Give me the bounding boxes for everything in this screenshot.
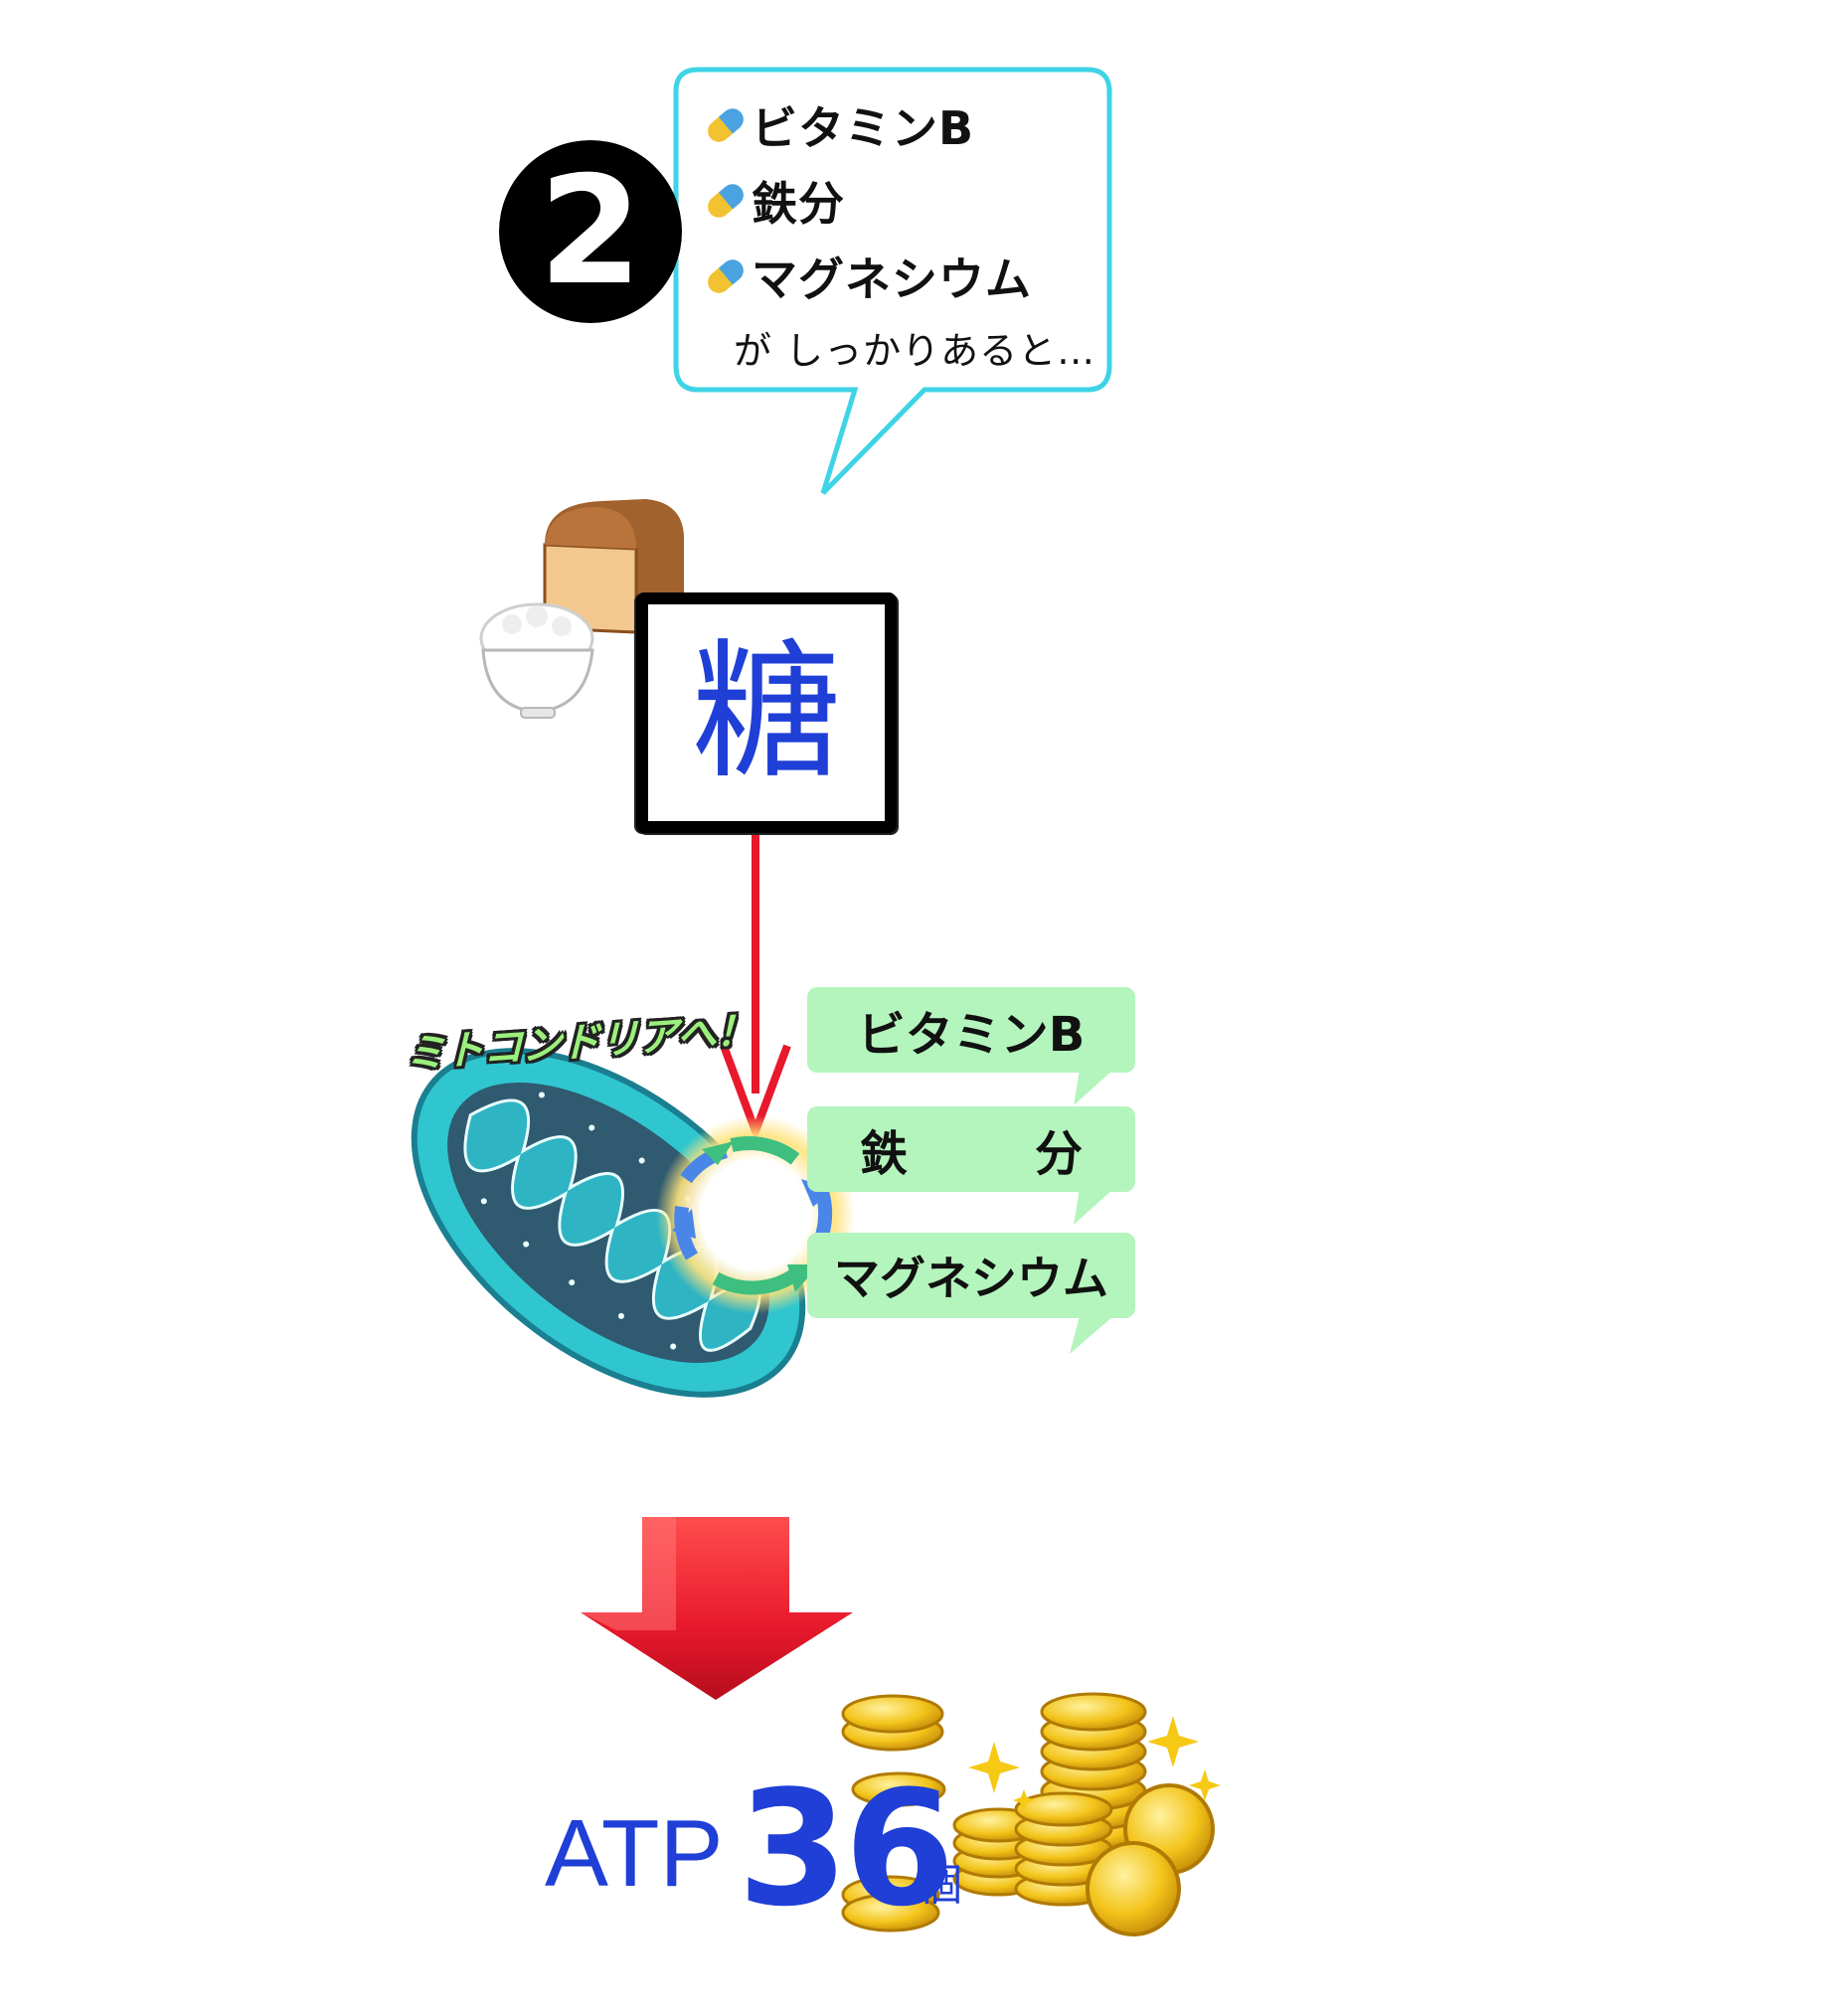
flow-arrow — [720, 821, 791, 1143]
pill-icon — [703, 179, 749, 223]
rice-bowl-icon — [479, 602, 594, 719]
atp-count: 36 — [738, 1756, 955, 1941]
callout-item-magnesium: マグネシウム — [703, 245, 1032, 308]
nutrient-tag-vitamin-b: ビタミンB — [807, 987, 1135, 1073]
callout-item-label: 鉄分 — [752, 177, 845, 231]
callout-item-iron: 鉄分 — [703, 169, 845, 233]
sparkle-icons — [968, 1716, 1221, 1811]
atp-unit: 個 — [919, 1860, 962, 1911]
pill-icon — [703, 254, 749, 298]
callout-item-label: ビタミンB — [752, 101, 975, 155]
callout-footer-text: が しっかりあると… — [734, 329, 1096, 373]
result-arrow — [581, 1517, 853, 1700]
nutrient-tag-iron: 鉄 分 — [807, 1106, 1135, 1192]
nutrient-tag-magnesium: マグネシウム — [807, 1233, 1135, 1318]
coins-icon — [841, 1692, 1221, 1936]
sugar-box: 糖 — [636, 592, 897, 833]
pill-icon — [703, 103, 749, 147]
speech-bubble — [673, 67, 1112, 495]
callout-item-vitamin-b: ビタミンB — [703, 93, 975, 157]
sugar-label: 糖 — [691, 626, 841, 799]
atp-label: ATP — [545, 1800, 724, 1907]
callout-item-label: マグネシウム — [752, 252, 1032, 306]
tag-tails — [1070, 1070, 1113, 1354]
left-coin-stack — [841, 1694, 946, 1932]
step-number-badge: 2 — [499, 140, 682, 323]
cycle-icon — [656, 1115, 855, 1314]
right-coin-stacks — [952, 1692, 1215, 1936]
